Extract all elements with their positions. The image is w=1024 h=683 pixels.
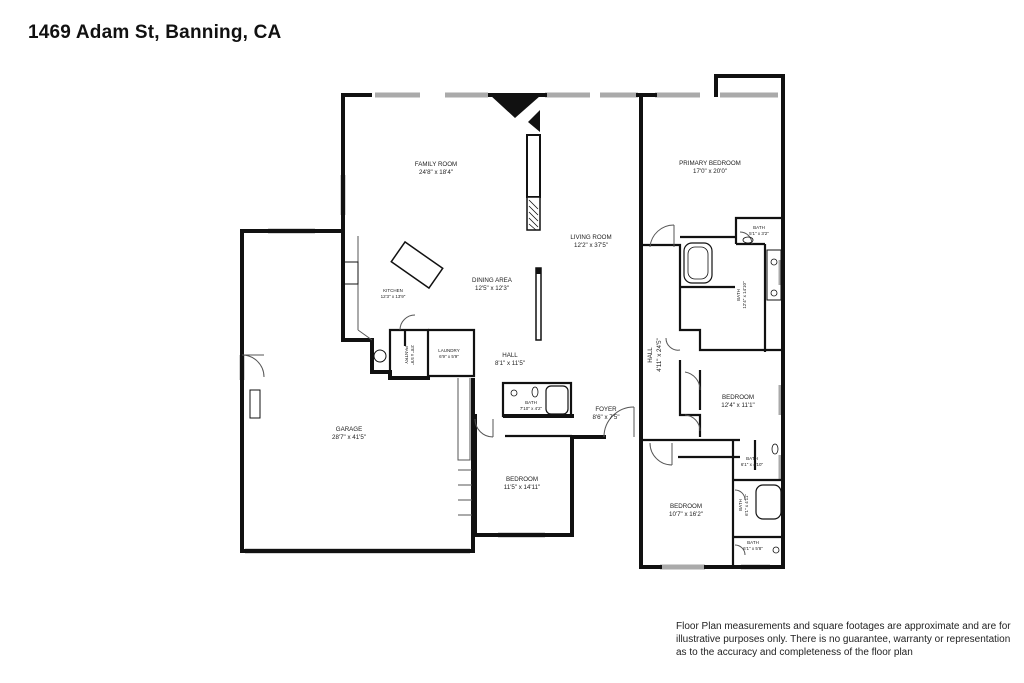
bedroom-center-label: BEDROOM <box>506 476 538 483</box>
hall-east-label: HALL <box>647 347 654 363</box>
foyer-dim: 8'6" x 7'5" <box>592 414 619 421</box>
bath-east-b-label: BATH <box>738 499 743 511</box>
living-room-label: LIVING ROOM <box>570 234 611 241</box>
bedroom-east-dim: 12'4" x 11'1" <box>721 402 754 409</box>
dining-area-label: DINING AREA <box>472 277 513 284</box>
kitchen-label: KITCHEN <box>383 288 403 293</box>
fireplace <box>490 95 541 231</box>
small-bath-dim: 7'10" x 4'2" <box>520 406 543 411</box>
bath-east-a-dim: 6'1" x 4'10" <box>741 462 764 467</box>
primary-bath-label: BATH <box>736 289 741 301</box>
foyer-label: FOYER <box>595 406 617 413</box>
room-labels: FAMILY ROOM 24'8" x 18'4" LIVING ROOM 12… <box>332 160 769 551</box>
bath-east-c-label: BATH <box>747 540 759 545</box>
kitchen-dim: 12'3" x 13'9" <box>381 294 406 299</box>
interior-walls <box>343 95 783 567</box>
page-title: 1469 Adam St, Banning, CA <box>28 22 282 43</box>
bath-east-b-dim: 6'1" x 4'11" <box>744 494 749 516</box>
dining-area-dim: 12'5" x 12'3" <box>475 285 509 292</box>
pantry-dim: 3'8" x 5'9" <box>410 345 415 365</box>
laundry-label: LAUNDRY <box>438 348 459 353</box>
bath-east-a-label: BATH <box>746 456 758 461</box>
wc-bath-label: BATH <box>753 225 765 230</box>
garage-dim: 28'7" x 41'5" <box>332 434 366 441</box>
family-room-label: FAMILY ROOM <box>415 161 457 168</box>
bath-east-c-dim: 6'1" x 5'8" <box>743 546 763 551</box>
bedroom-south-dim: 10'7" x 16'2" <box>669 511 703 518</box>
pantry-label: PANTRY <box>404 346 409 364</box>
primary-bath-dim: 12'4" x 14'10" <box>742 281 747 309</box>
garage-label: GARAGE <box>336 426 362 433</box>
exterior-walls <box>240 74 785 569</box>
bedroom-center-dim: 11'5" x 14'11" <box>504 484 540 491</box>
bedroom-east-label: BEDROOM <box>722 394 754 401</box>
small-bath-label: BATH <box>525 400 537 405</box>
primary-bedroom-label: PRIMARY BEDROOM <box>679 160 741 167</box>
primary-bedroom-dim: 17'0" x 20'0" <box>693 168 727 175</box>
doors <box>241 224 753 556</box>
bath-fixtures <box>249 236 782 554</box>
hall-center-dim: 8'1" x 11'5" <box>495 360 525 367</box>
living-room-dim: 12'2" x 37'5" <box>574 242 608 249</box>
family-room-dim: 24'8" x 18'4" <box>419 169 453 176</box>
bedroom-south-label: BEDROOM <box>670 503 702 510</box>
disclaimer-text: Floor Plan measurements and square foota… <box>676 621 1011 658</box>
laundry-dim: 6'9" x 5'9" <box>439 354 459 359</box>
garage-steps <box>457 378 472 516</box>
hall-east-dim: 4'11" x 24'5" <box>656 338 663 371</box>
wc-bath-dim: 5'1" x 3'2" <box>749 231 769 236</box>
hall-center-label: HALL <box>502 352 518 359</box>
